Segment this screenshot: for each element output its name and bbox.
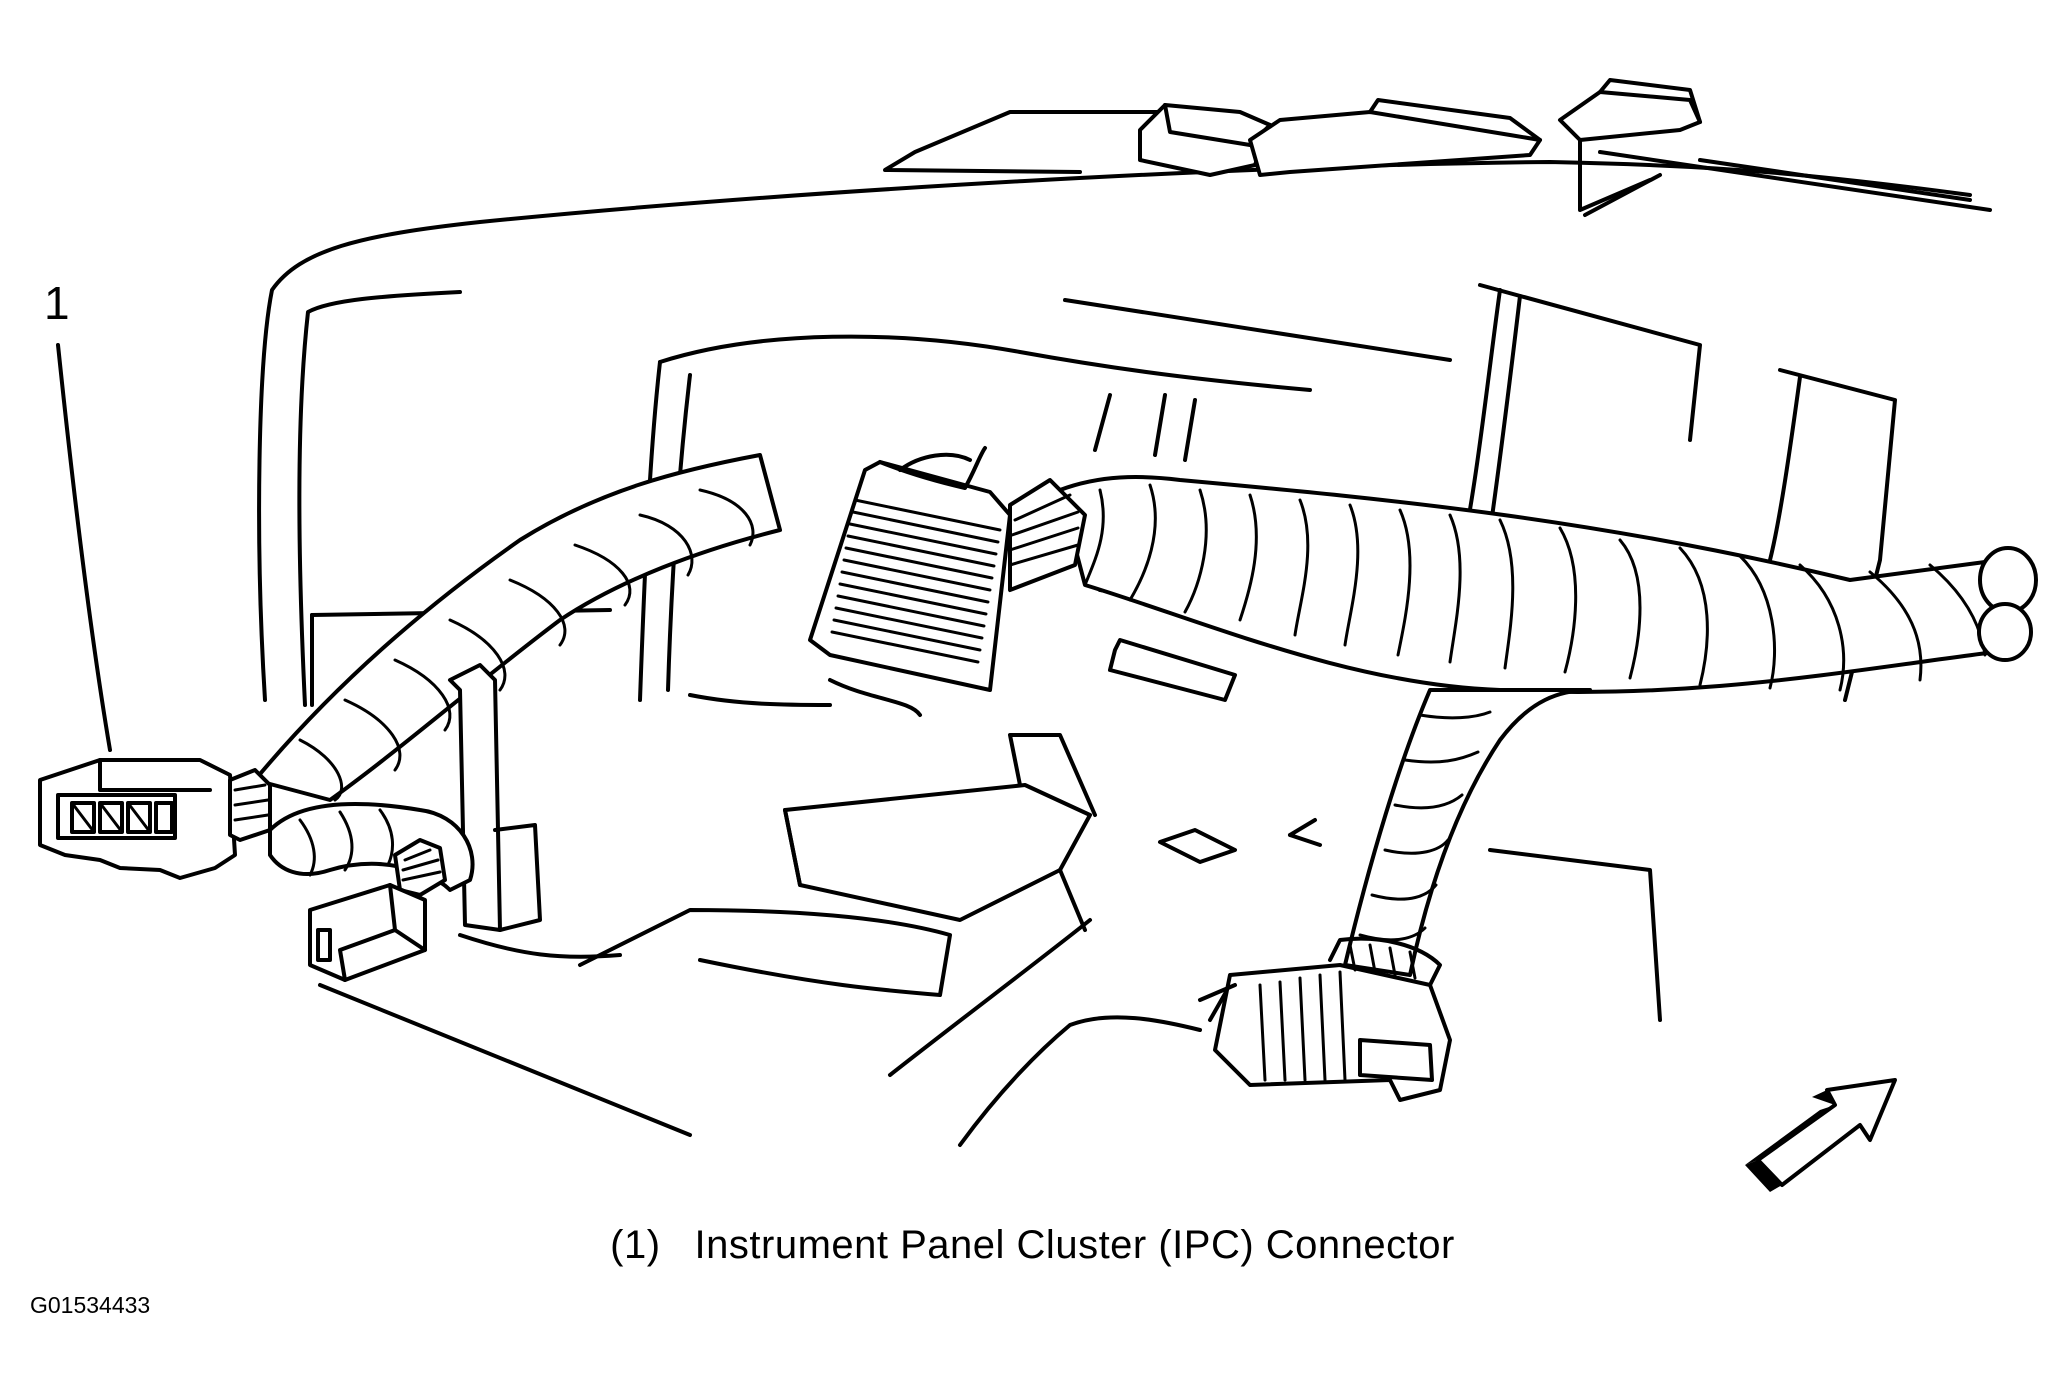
caption-text: Instrument Panel Cluster (IPC) Connector (694, 1223, 1455, 1267)
callout-leader-line (58, 345, 110, 750)
lower-dash-panel (320, 640, 1660, 1145)
top-vent-blocks (1140, 80, 1700, 215)
caption-number: (1) (610, 1223, 661, 1267)
figure-caption: (1) Instrument Panel Cluster (IPC) Connec… (0, 1223, 2065, 1268)
figure-id-label: G01534433 (30, 1292, 151, 1318)
ipc-connector (40, 760, 270, 878)
wiring-harness-main (255, 455, 2036, 800)
wiring-harness-branch (1345, 690, 1590, 975)
small-side-connector (270, 804, 473, 980)
lower-right-connector (1200, 939, 1450, 1100)
callout-number-1: 1 (44, 277, 70, 329)
dash-top-outline (259, 112, 1990, 705)
center-upper-connector (810, 448, 1085, 715)
forward-direction-arrow-icon (1745, 1080, 1895, 1192)
